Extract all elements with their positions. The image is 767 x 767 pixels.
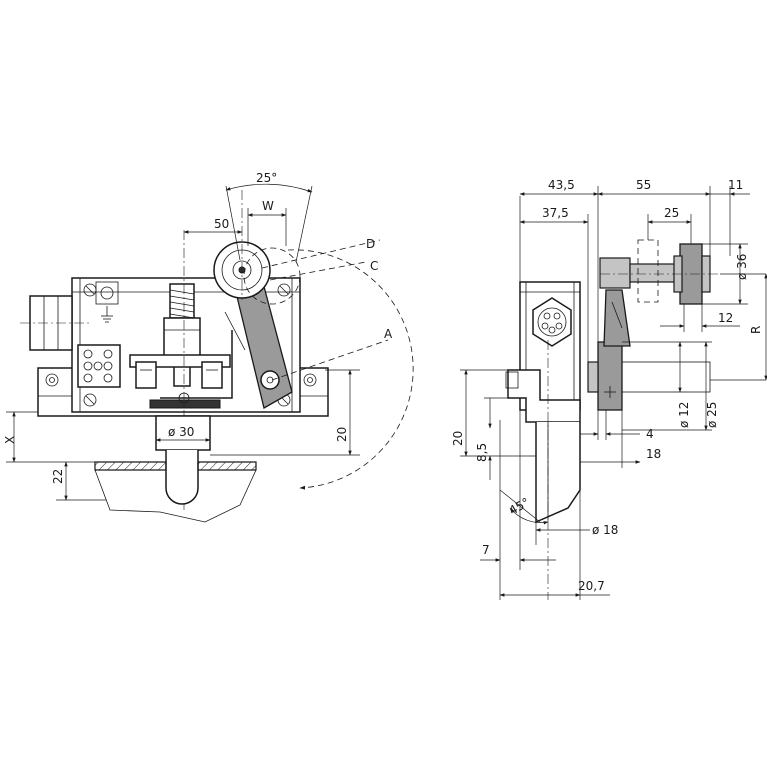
side-shaft <box>535 340 581 600</box>
side-roller <box>600 239 720 305</box>
cable-gland <box>20 295 90 351</box>
angle-25-label: 25° <box>256 171 277 185</box>
c-label: C <box>370 259 378 273</box>
dia-30-label: ø 30 <box>168 425 194 439</box>
x-label: X <box>3 436 17 444</box>
a-label: A <box>384 327 393 341</box>
actuation-arcs <box>183 190 414 510</box>
dim-22-label: 22 <box>51 469 65 484</box>
dim-4-label: 4 <box>646 427 654 441</box>
width-50-label: 50 <box>214 217 229 231</box>
side-lever-hub <box>587 341 711 411</box>
dim-11-label: 11 <box>728 178 743 192</box>
w-label: W <box>262 199 274 213</box>
spring-plunger <box>163 283 201 387</box>
side-dimensions <box>460 186 767 600</box>
dim-37-5-label: 37,5 <box>542 206 569 220</box>
dia-36-label: ø 36 <box>735 254 749 280</box>
micro-switch <box>129 354 231 409</box>
dim-7-label: 7 <box>482 543 490 557</box>
dim-20-label: 20 <box>335 427 349 442</box>
side-view: 43,5 55 11 37,5 25 ø 36 12 R 20 8,5 4 ø … <box>451 178 767 600</box>
work-surface <box>94 461 257 523</box>
ground-terminal <box>95 281 119 323</box>
r-label: R <box>749 326 763 334</box>
front-view: 25° W 50 D C A X 20 22 ø 30 <box>3 171 414 523</box>
front-dimensions <box>6 183 360 501</box>
terminal-block <box>77 344 121 388</box>
dia-18-label: ø 18 <box>592 523 618 537</box>
side-dim-20-label: 20 <box>451 431 465 446</box>
dim-8-5-label: 8,5 <box>475 443 489 462</box>
shaft <box>155 415 211 505</box>
d-label: D <box>366 237 375 251</box>
dim-18-label: 18 <box>646 447 661 461</box>
dim-12-label: 12 <box>718 311 733 325</box>
dim-55-label: 55 <box>636 178 651 192</box>
dim-25-label: 25 <box>664 206 679 220</box>
dia-12-label: ø 12 <box>677 402 691 428</box>
dia-25-label: ø 25 <box>705 402 719 428</box>
dim-43-5-label: 43,5 <box>548 178 575 192</box>
dim-20-7-label: 20,7 <box>578 579 605 593</box>
